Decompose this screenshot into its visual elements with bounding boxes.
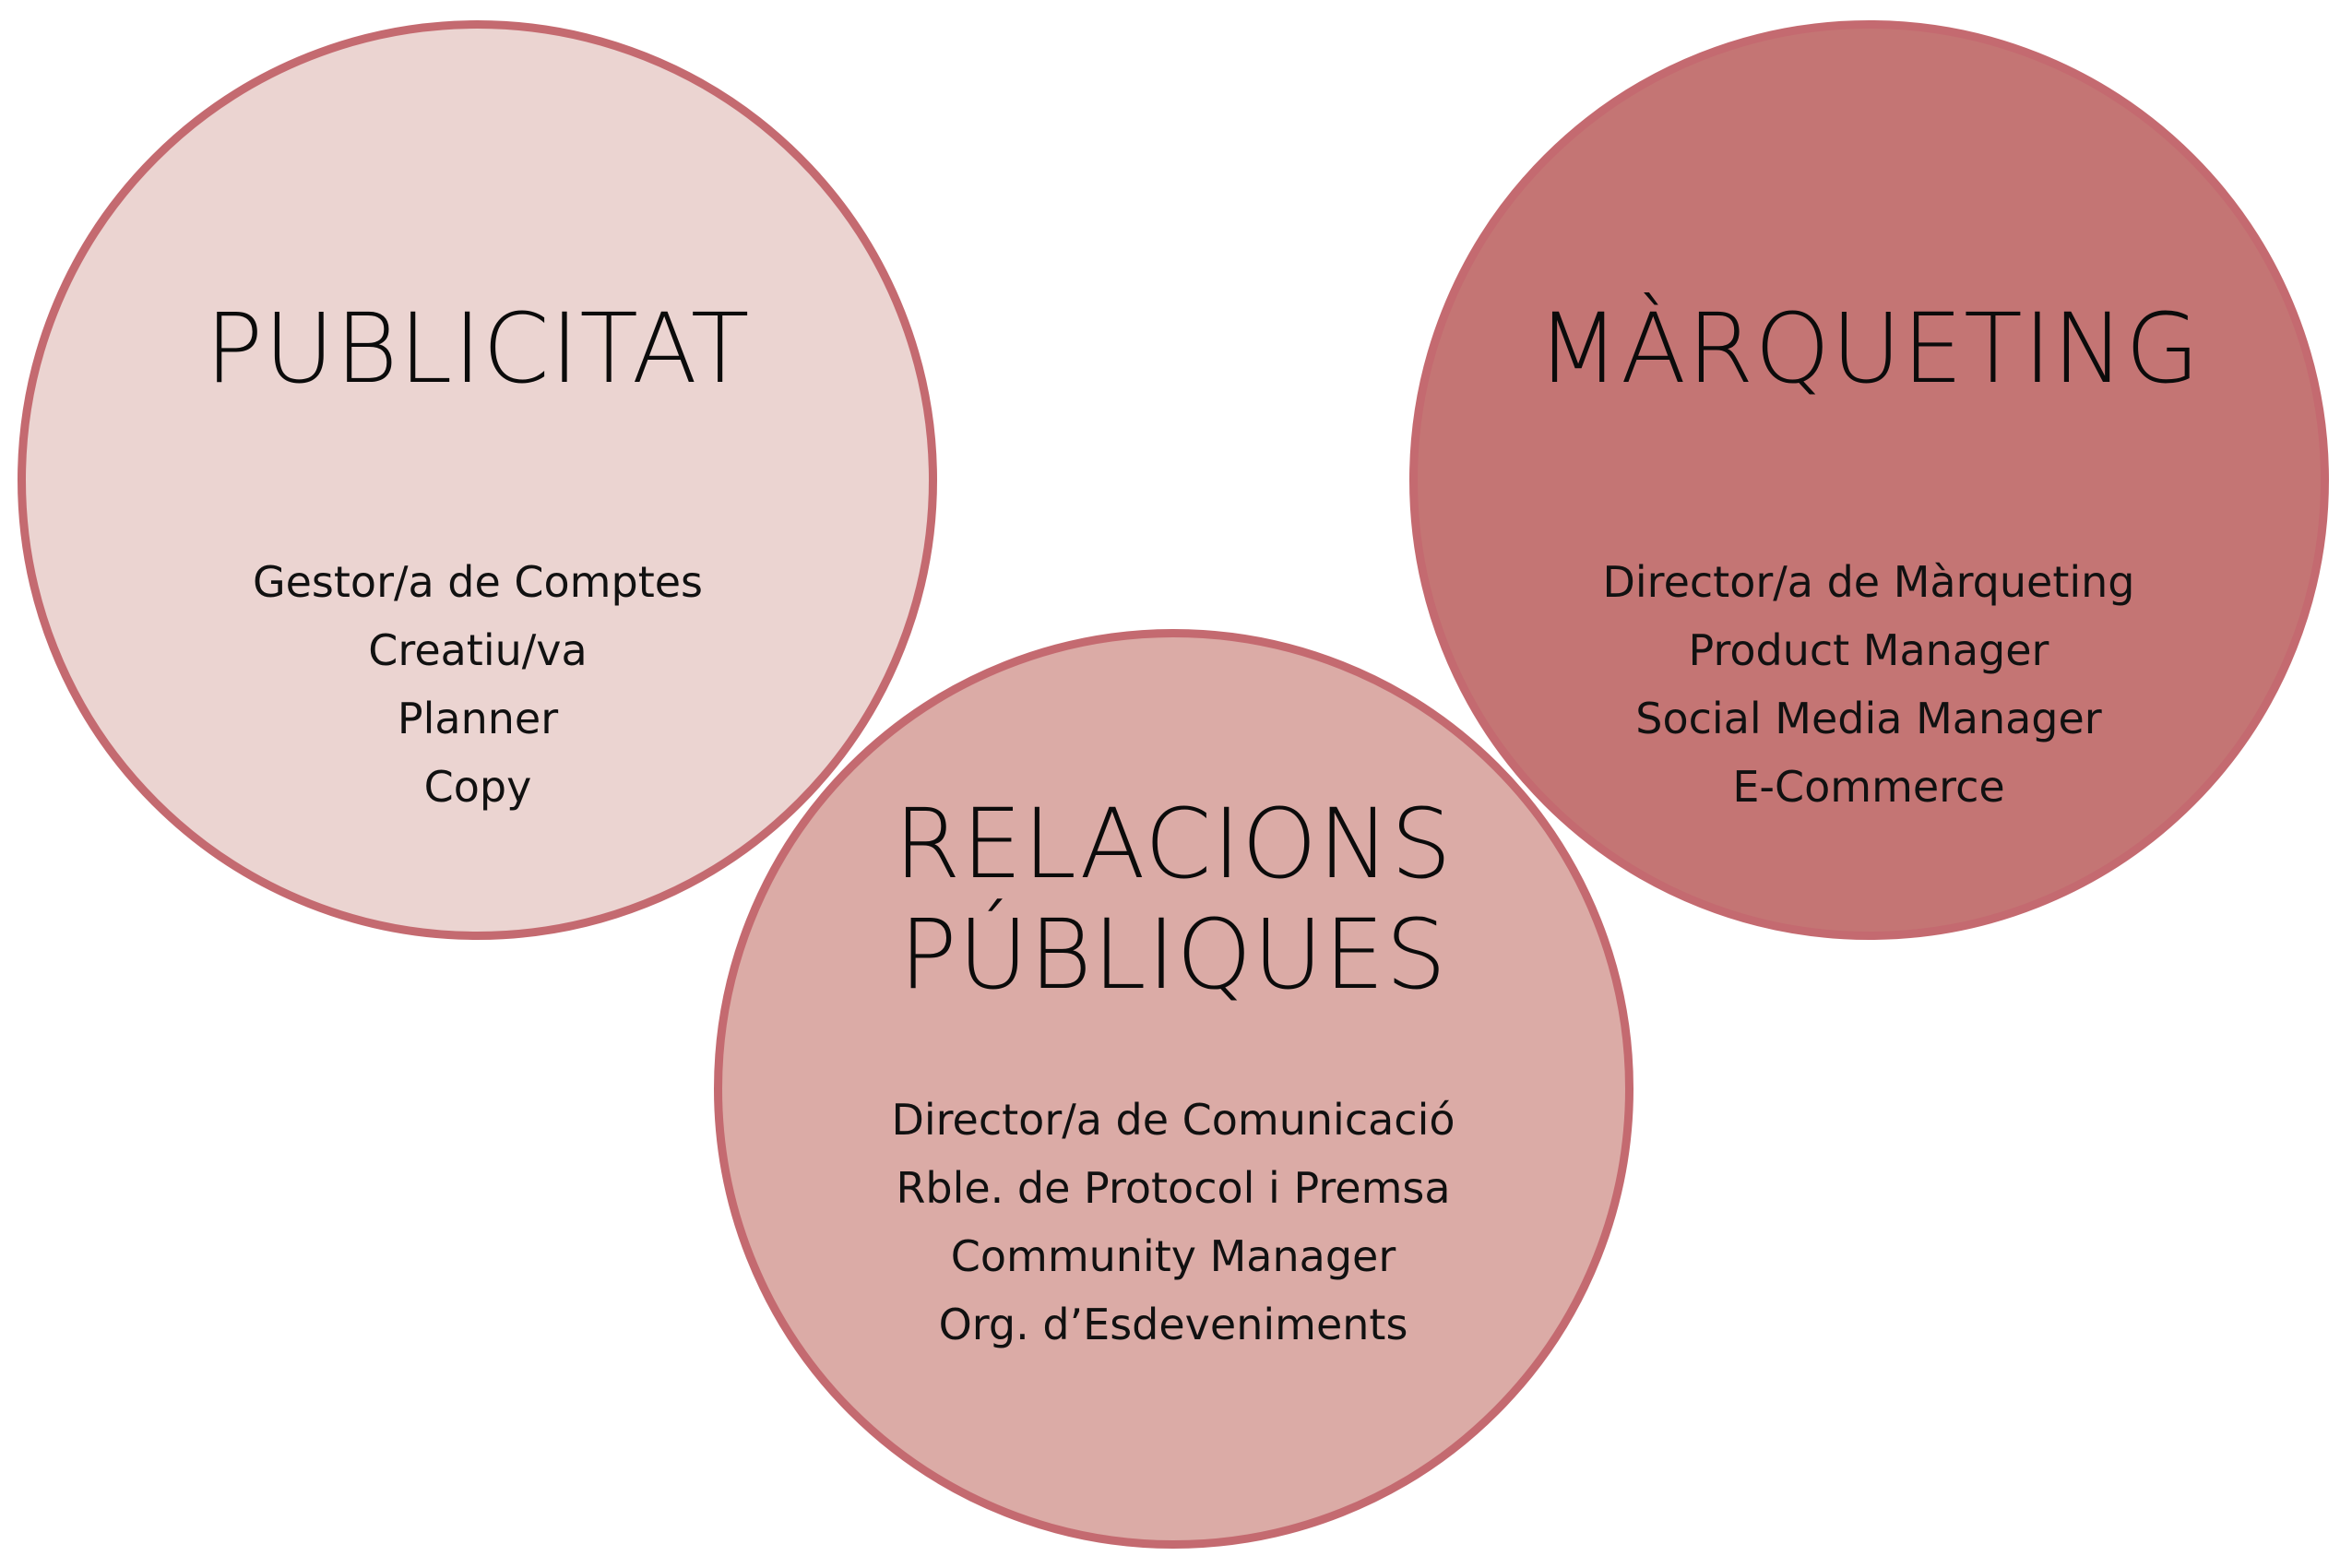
role-item: Copy xyxy=(423,762,532,812)
relacions-publiques-title-line: RELACIONS xyxy=(894,788,1453,900)
circle-relacions-publiques xyxy=(714,629,1633,1549)
marqueting-title: MÀRQUETING xyxy=(1537,292,2201,405)
role-item: Planner xyxy=(397,694,559,743)
role-item: Rble. de Protocol i Premsa xyxy=(896,1163,1451,1213)
publicitat-title: PUBLICITAT xyxy=(205,292,751,405)
marqueting-roles: Director/a de Màrqueting Product Manager… xyxy=(1408,548,2330,821)
relacions-publiques-title: RELACIONS PÚBLIQUES xyxy=(712,789,1634,1010)
role-item: Social Media Manager xyxy=(1635,694,2102,743)
circle-publicitat xyxy=(18,20,937,940)
role-item: Director/a de Comunicació xyxy=(891,1095,1455,1145)
role-item: Community Manager xyxy=(950,1231,1396,1281)
role-item: Creatiu/va xyxy=(368,625,588,675)
publicitat-roles: Gestor/a de Comptes Creatiu/va Planner C… xyxy=(17,548,939,821)
role-item: Product Manager xyxy=(1688,625,2049,675)
role-item: Gestor/a de Comptes xyxy=(252,557,703,607)
role-item: E-Commerce xyxy=(1732,762,2005,812)
relacions-publiques-roles: Director/a de Comunicació Rble. de Proto… xyxy=(712,1086,1634,1359)
role-item: Org. d’Esdeveniments xyxy=(938,1300,1408,1349)
relacions-publiques-title-line: PÚBLIQUES xyxy=(898,898,1448,1011)
circle-marqueting xyxy=(1409,20,2329,940)
role-item: Director/a de Màrqueting xyxy=(1602,557,2135,607)
